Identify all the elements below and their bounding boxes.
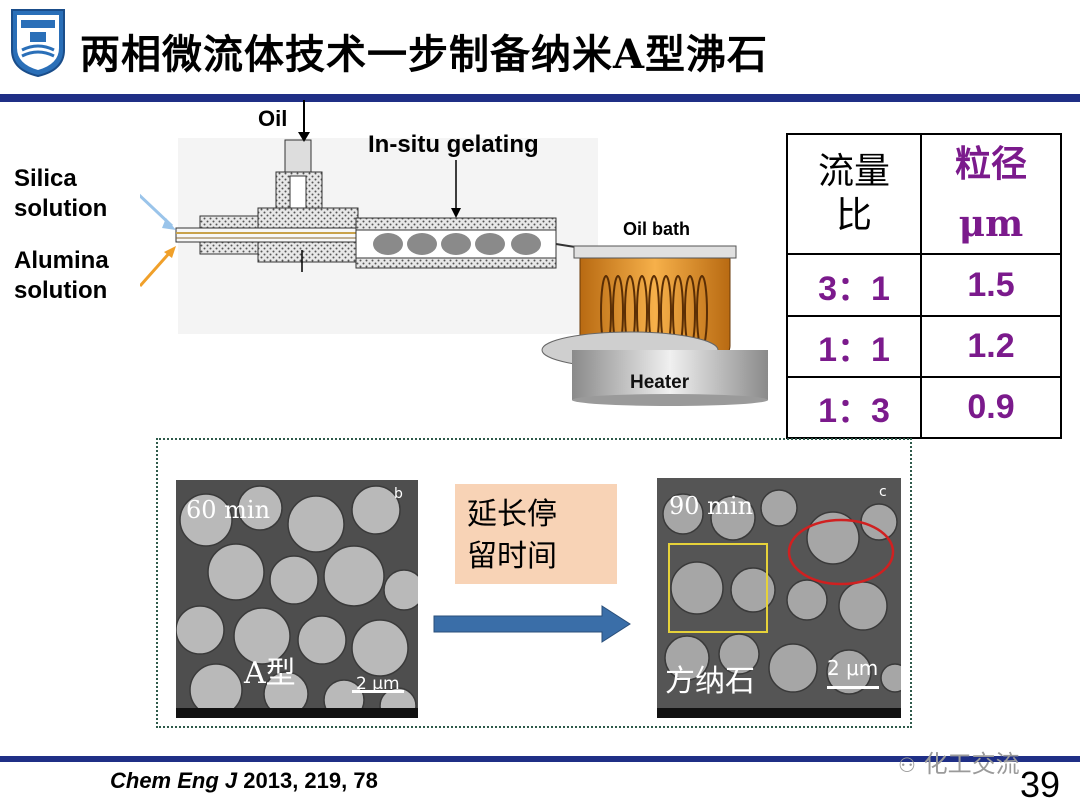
citation-details: 2013, 219, 78 — [237, 768, 378, 793]
sem-texture — [657, 478, 901, 718]
table-cell-size: 1.2 — [967, 327, 1015, 365]
table-cell-ratio: 3：1 — [818, 269, 890, 308]
sem-comparison-panel — [156, 438, 912, 728]
sem-image-60min: 60 min b A型 2 μm — [176, 480, 418, 718]
sem-texture — [176, 480, 418, 718]
sem-panel-letter: b — [394, 486, 403, 502]
slide-title: 两相微流体技术一步制备纳米A型沸石 — [80, 31, 769, 78]
watermark: ⚇ 化工交流 — [898, 744, 1020, 779]
oil-label: Oil — [258, 106, 288, 131]
watermark-text: 化工交流 — [923, 750, 1020, 778]
silica-label-line2: solution — [14, 195, 108, 222]
alumina-solution-label: Alumina solution — [14, 246, 109, 306]
page-number: 39 — [1020, 764, 1061, 805]
table-header-size: 粒径 μm — [922, 135, 1060, 253]
sem-scale-label: 2 μm — [827, 656, 879, 680]
table-divider — [786, 376, 1062, 378]
table-divider — [920, 133, 922, 439]
sem-phase-label: 方纳石 — [665, 664, 755, 699]
table-divider — [786, 253, 1062, 255]
citation-journal: Chem Eng J — [110, 768, 238, 793]
header-ratio-line2: 比 — [835, 195, 872, 236]
header-size-line1: 粒径 — [954, 143, 1027, 185]
table-cell-ratio: 1：1 — [818, 331, 890, 369]
note-line2: 留时间 — [467, 539, 557, 574]
sem-time-label: 90 min — [669, 492, 754, 520]
sem-phase-label: A型 — [244, 656, 296, 691]
microfluidic-device-diagram — [140, 100, 768, 406]
table-cell-size: 0.9 — [967, 388, 1015, 426]
sem-time-label: 60 min — [186, 496, 271, 524]
table-cell-ratio: 1：3 — [818, 392, 890, 430]
silica-label-line1: Silica — [14, 165, 77, 192]
university-logo — [11, 9, 65, 78]
citation: Chem Eng J 2013, 219, 78 — [110, 768, 378, 794]
extended-residence-note: 延长停 留时间 — [455, 484, 617, 584]
header-size-line2: μm — [958, 203, 1024, 245]
insitu-gelating-label: In-situ gelating — [368, 131, 539, 158]
table-header-ratio: 流量 比 — [788, 135, 920, 253]
sem-scale-label: 2 μm — [356, 674, 400, 694]
ratio-size-table — [786, 133, 1062, 439]
footer-rule — [0, 756, 1080, 762]
right-arrow-icon — [433, 605, 631, 643]
wechat-icon: ⚇ — [898, 753, 916, 777]
table-cell-size: 1.5 — [967, 265, 1015, 304]
alumina-label-line2: solution — [14, 277, 108, 304]
table-divider — [786, 315, 1062, 317]
header-ratio-line1: 流量 — [817, 151, 890, 192]
note-line1: 延长停 — [467, 497, 557, 532]
header-rule — [0, 94, 1080, 102]
sem-panel-letter: c — [879, 484, 887, 500]
silica-solution-label: Silica solution — [14, 164, 107, 224]
heater-label: Heater — [630, 372, 690, 393]
alumina-label-line1: Alumina — [14, 247, 109, 274]
sem-image-90min: 90 min c 方纳石 2 μm — [657, 478, 901, 718]
oil-bath-label: Oil bath — [623, 219, 690, 239]
